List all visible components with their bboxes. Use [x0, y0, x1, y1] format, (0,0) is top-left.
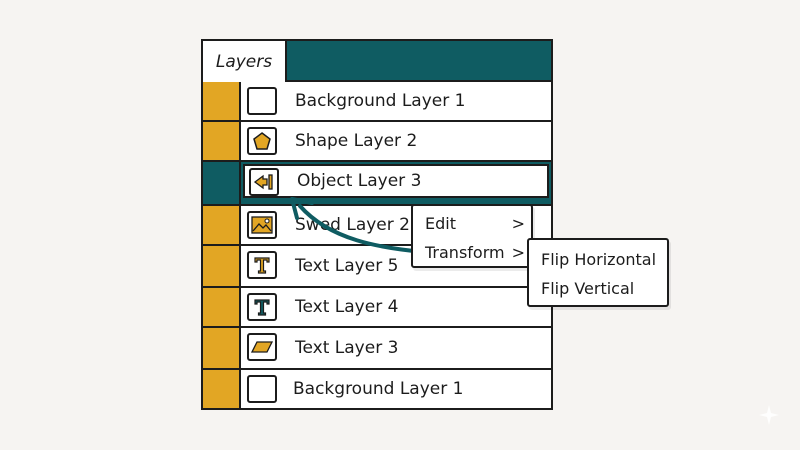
selected-row-highlight: Object Layer 3 — [243, 164, 549, 198]
layer-visibility-toggle[interactable] — [203, 122, 241, 160]
layer-visibility-toggle[interactable] — [203, 288, 241, 326]
tab-layers[interactable]: Layers — [203, 41, 287, 82]
submenu-item-flip-horizontal[interactable]: Flip Horizontal — [541, 249, 657, 269]
transform-submenu: Flip Horizontal Flip Vertical — [527, 238, 669, 307]
layer-name: Text Layer 4 — [295, 297, 399, 317]
layer-visibility-toggle[interactable] — [203, 370, 241, 408]
menu-item-label: Edit — [425, 213, 456, 233]
menu-item-transform[interactable]: Transform > — [425, 238, 525, 266]
layer-visibility-toggle[interactable] — [203, 246, 241, 286]
chevron-right-icon: > — [511, 213, 525, 233]
layer-name: Text Layer 5 — [295, 256, 399, 276]
object-arrow-icon — [249, 168, 279, 196]
layer-row-text-layer-3[interactable]: Text Layer 3 — [203, 328, 551, 370]
layer-name: Background Layer 1 — [295, 91, 466, 111]
parallelogram-icon — [247, 333, 277, 361]
image-icon — [247, 211, 277, 239]
sparkle-icon — [759, 405, 779, 425]
panel-header: Layers — [203, 41, 551, 82]
text-t-icon — [247, 293, 277, 321]
layer-row-text-layer-4[interactable]: Text Layer 4 — [203, 288, 551, 328]
layer-name: Text Layer 3 — [295, 338, 399, 358]
submenu-item-flip-vertical[interactable]: Flip Vertical — [541, 278, 635, 298]
menu-item-edit[interactable]: Edit > — [425, 209, 525, 237]
text-t-icon — [247, 251, 277, 279]
layer-row-background-layer-1-bottom[interactable]: Background Layer 1 — [203, 370, 551, 408]
blank-thumbnail-icon — [247, 87, 277, 115]
chevron-right-icon: > — [511, 242, 525, 262]
blank-thumbnail-icon — [247, 375, 277, 403]
layer-name: Swed Layer 2 — [295, 215, 410, 235]
layer-name: Shape Layer 2 — [295, 131, 418, 151]
layer-name: Object Layer 3 — [297, 171, 422, 191]
layer-visibility-toggle[interactable] — [203, 82, 241, 120]
layer-row-object-layer-3[interactable]: Object Layer 3 — [203, 162, 551, 206]
layer-row-background-layer-1[interactable]: Background Layer 1 — [203, 82, 551, 122]
pentagon-icon — [247, 127, 277, 155]
layer-visibility-toggle[interactable] — [203, 162, 241, 204]
context-menu: Edit > Transform > — [411, 204, 533, 268]
layer-visibility-toggle[interactable] — [203, 206, 241, 244]
layer-name: Background Layer 1 — [293, 379, 464, 399]
layer-visibility-toggle[interactable] — [203, 328, 241, 368]
menu-item-label: Transform — [425, 242, 505, 262]
layer-row-shape-layer-2[interactable]: Shape Layer 2 — [203, 122, 551, 162]
